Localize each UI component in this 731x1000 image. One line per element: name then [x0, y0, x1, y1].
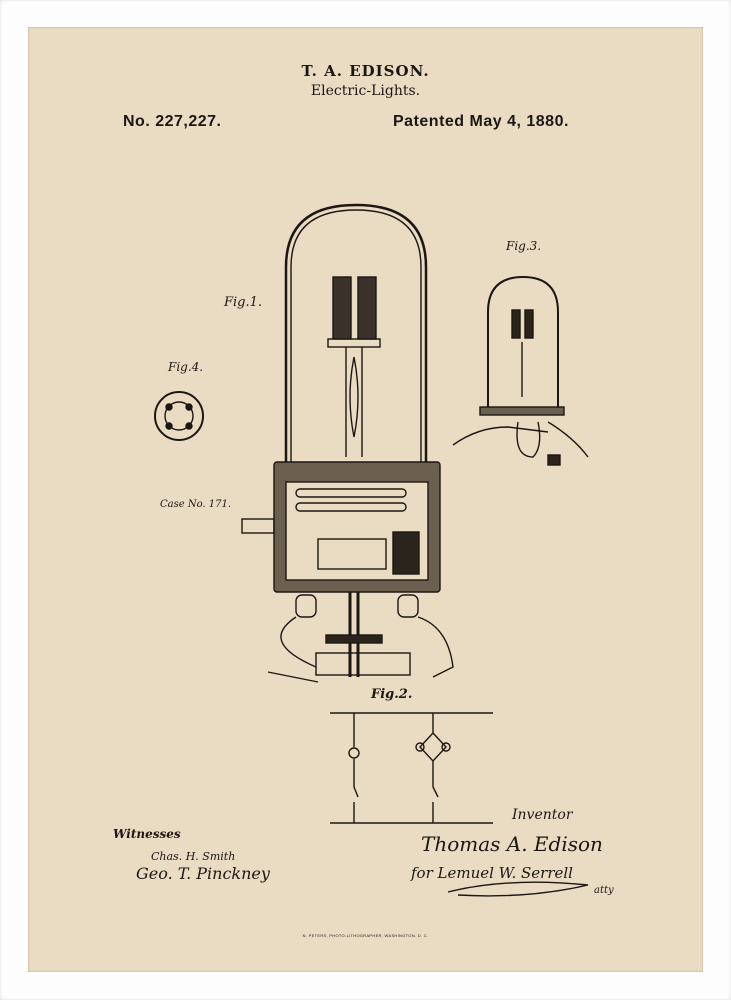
patent-subtitle: Electric-Lights.: [310, 83, 421, 99]
signature-flourish: [447, 881, 589, 897]
fig1-label: Fig.1.: [224, 295, 263, 310]
inventor-signature: Thomas A. Edison: [421, 832, 603, 856]
witnesses-label: Witnesses: [113, 827, 181, 841]
patent-number: No. 227,227.: [123, 113, 222, 130]
case-number: Case No. 171.: [160, 499, 232, 510]
patent-drawing: [154, 203, 589, 897]
witness-1-signature: Chas. H. Smith: [151, 850, 236, 863]
fig2-circuit-drawing: [330, 712, 493, 824]
attorney-signature: for Lemuel W. Serrell: [411, 864, 573, 882]
inventor-label: Inventor: [512, 807, 573, 823]
fig4-drawing: [154, 391, 204, 441]
fig1-lamp-drawing: [241, 203, 454, 683]
patent-sheet: T. A. EDISON. Electric-Lights. No. 227,2…: [28, 27, 703, 972]
fig3-label: Fig.3.: [506, 239, 542, 253]
attorney-suffix: atty: [594, 885, 614, 896]
fig3-lamp-drawing: [452, 275, 589, 466]
fig2-label: Fig.2.: [371, 687, 413, 702]
patent-date: Patented May 4, 1880.: [393, 113, 569, 130]
witness-2-signature: Geo. T. Pinckney: [136, 864, 270, 883]
lithographer-footer: N. PETERS, PHOTO-LITHOGRAPHER, WASHINGTO…: [302, 933, 429, 938]
fig4-label: Fig.4.: [168, 360, 204, 374]
patent-title: T. A. EDISON.: [301, 62, 430, 80]
